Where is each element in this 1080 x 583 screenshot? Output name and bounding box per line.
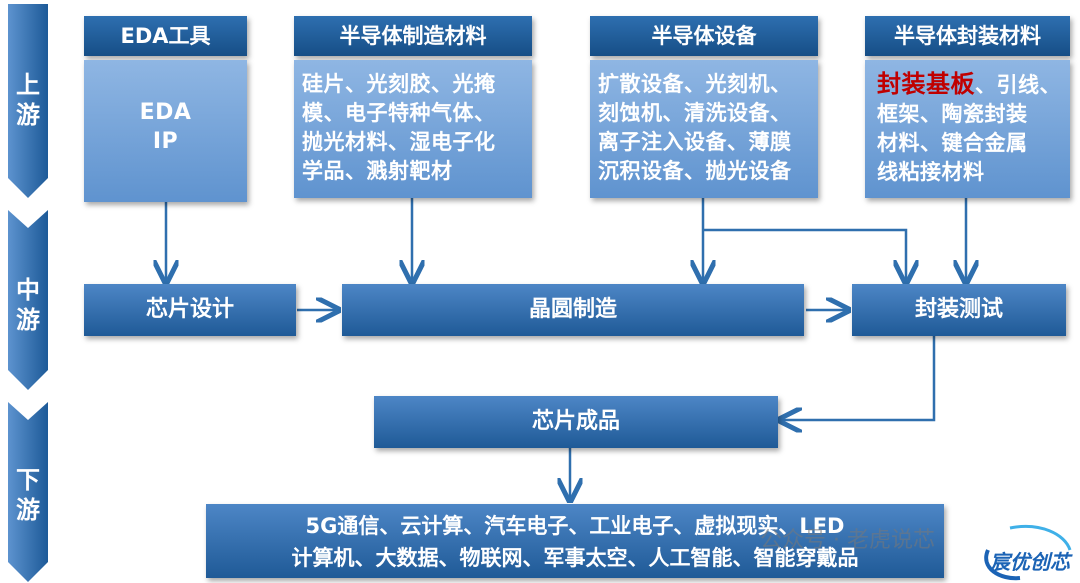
stage-midstream-label: 中 游 <box>16 276 40 334</box>
applications-line-1: 5G通信、云计算、汽车电子、工业电子、虚拟现实、LED <box>305 514 845 538</box>
brand-logo-icon <box>984 525 1072 581</box>
materials-line: 学品、溅射靶材 <box>302 159 453 183</box>
materials-line: 模、电子特种气体、 <box>302 101 496 125</box>
stage-chevrons <box>8 4 48 582</box>
packaging-line-1: 封装基板、引线、 <box>877 70 1062 100</box>
chip-design-box: 芯片设计 <box>84 284 296 336</box>
equipment-header: 半导体设备 <box>590 16 818 56</box>
materials-body: 硅片、光刻胶、光掩 模、电子特种气体、 抛光材料、湿电子化 学品、溅射靶材 <box>294 60 532 198</box>
packaging-line: 材料、键合金属 <box>877 131 1028 155</box>
midstream-chevron <box>8 210 48 390</box>
materials-header: 半导体制造材料 <box>294 16 532 56</box>
packaging-highlight: 封装基板 <box>877 70 975 98</box>
package-test-box: 封装测试 <box>852 284 1066 336</box>
materials-line: 硅片、光刻胶、光掩 <box>302 72 496 96</box>
equipment-line: 离子注入设备、薄膜 <box>598 130 792 154</box>
packaging-body: 封装基板、引线、 框架、陶瓷封装 材料、键合金属 线粘接材料 <box>865 60 1070 198</box>
stage-upstream-label: 上 游 <box>16 71 40 129</box>
packaging-line: 框架、陶瓷封装 <box>877 102 1028 126</box>
brand-logo-text: 宸优创芯 <box>990 550 1070 574</box>
eda-header: EDA工具 <box>84 16 247 56</box>
eda-line: EDA <box>139 100 192 125</box>
stage-downstream-label: 下 游 <box>16 466 40 524</box>
packaging-line1-rest: 、引线、 <box>975 73 1061 97</box>
equipment-body: 扩散设备、光刻机、 刻蚀机、清洗设备、 离子注入设备、薄膜 沉积设备、抛光设备 <box>590 60 818 198</box>
applications-line-2: 计算机、大数据、物联网、军事太空、人工智能、智能穿戴品 <box>291 546 859 570</box>
applications-box: 5G通信、云计算、汽车电子、工业电子、虚拟现实、LED 计算机、大数据、物联网、… <box>206 504 944 578</box>
equipment-line: 刻蚀机、清洗设备、 <box>598 101 792 125</box>
packaging-header: 半导体封装材料 <box>865 16 1070 56</box>
equipment-line: 沉积设备、抛光设备 <box>598 159 792 183</box>
upstream-chevron <box>8 4 48 198</box>
equipment-line: 扩散设备、光刻机、 <box>598 72 792 96</box>
watermark-text: 公众号 · 老虎说芯 <box>760 528 935 553</box>
arrow-equipment-to-test <box>703 228 906 280</box>
materials-line: 抛光材料、湿电子化 <box>302 130 496 154</box>
finished-chip-box: 芯片成品 <box>374 396 778 448</box>
eda-line: IP <box>152 129 179 154</box>
packaging-line: 线粘接材料 <box>877 160 985 184</box>
eda-body: EDA IP <box>84 60 247 202</box>
downstream-chevron <box>8 402 48 582</box>
arrow-test-to-product <box>782 336 936 420</box>
wafer-fab-box: 晶圆制造 <box>342 284 804 336</box>
